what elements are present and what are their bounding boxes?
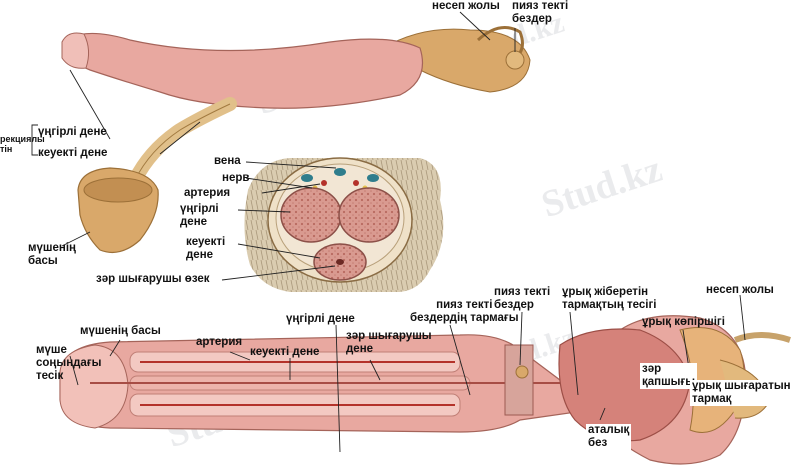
label-nerve: нерв bbox=[222, 172, 250, 184]
label-erectile-tissue: рекциялы тін bbox=[0, 134, 45, 154]
glans-top bbox=[61, 32, 90, 69]
vein-dot bbox=[367, 174, 379, 182]
label-urethra-top: несеп жолы bbox=[432, 0, 500, 12]
cross-section bbox=[244, 157, 444, 292]
label-ejaculatory-duct: ұрық шығаратын тармақ bbox=[690, 380, 793, 406]
label-urethra-bottom: несеп жолы bbox=[706, 284, 774, 296]
label-bladder: зәр қапшығы bbox=[640, 363, 698, 389]
bulb-segment bbox=[504, 344, 534, 416]
label-corpus-spongiosum-top: үңгірлі дене bbox=[38, 126, 107, 138]
label-artery-bottom: артерия bbox=[196, 336, 243, 348]
shaft-top bbox=[69, 32, 424, 109]
urethra-lumen bbox=[336, 259, 344, 265]
label-urethra-body: зәр шығарушы дене bbox=[346, 330, 432, 355]
label-corpus-cavernosum-bottom: кеуекті дене bbox=[250, 346, 320, 358]
artery-dot bbox=[321, 180, 327, 186]
label-corpus-spongiosum-bottom: үңгірлі дене bbox=[286, 313, 355, 325]
label-ejaculatory-opening: ұрық жіберетін тармақтың тесігі bbox=[562, 286, 657, 311]
glans-bottom bbox=[59, 344, 129, 429]
label-artery-cross: артерия bbox=[184, 187, 231, 199]
artery-dot bbox=[353, 180, 359, 186]
label-seminal-colliculus: ұрық көпіршігі bbox=[642, 316, 725, 328]
bulbourethral-gland-top bbox=[505, 50, 525, 70]
label-corpus-spongiosum-cross: үңгірлі дене bbox=[180, 203, 219, 228]
label-corpus-cavernosum-cross: кеуекті дене bbox=[186, 236, 226, 261]
corpus-cavernosum-left bbox=[280, 187, 342, 243]
label-glans-top: мүшенің басы bbox=[28, 242, 76, 267]
leader-lines bbox=[31, 11, 746, 453]
label-bulbourethral-top: пияз текті бездер bbox=[512, 0, 569, 25]
label-bulbourethral-duct: пияз текті бездердің тармағы bbox=[410, 299, 519, 324]
label-prostate: аталық без bbox=[586, 424, 632, 450]
bulbourethral-gland bbox=[515, 365, 529, 379]
label-urethra-cross: зәр шығарушы өзек bbox=[96, 273, 210, 285]
label-corpus-cavernosum-top: кеуекті дене bbox=[38, 147, 108, 159]
crus-top bbox=[128, 97, 237, 187]
vein-dot bbox=[334, 168, 346, 176]
vein-dot bbox=[301, 174, 313, 182]
prostate bbox=[558, 328, 691, 442]
label-glans-bottom: мүшенің басы bbox=[80, 325, 161, 337]
label-external-orifice: мүше соңындағы тесік bbox=[36, 344, 102, 382]
urethra-tube-bottom bbox=[733, 332, 791, 343]
label-vein: вена bbox=[214, 155, 241, 167]
corpus-cavernosum-right bbox=[338, 187, 400, 243]
label-bulbourethral-bottom: пияз текті бездер bbox=[494, 286, 551, 311]
top-figure bbox=[61, 26, 531, 253]
